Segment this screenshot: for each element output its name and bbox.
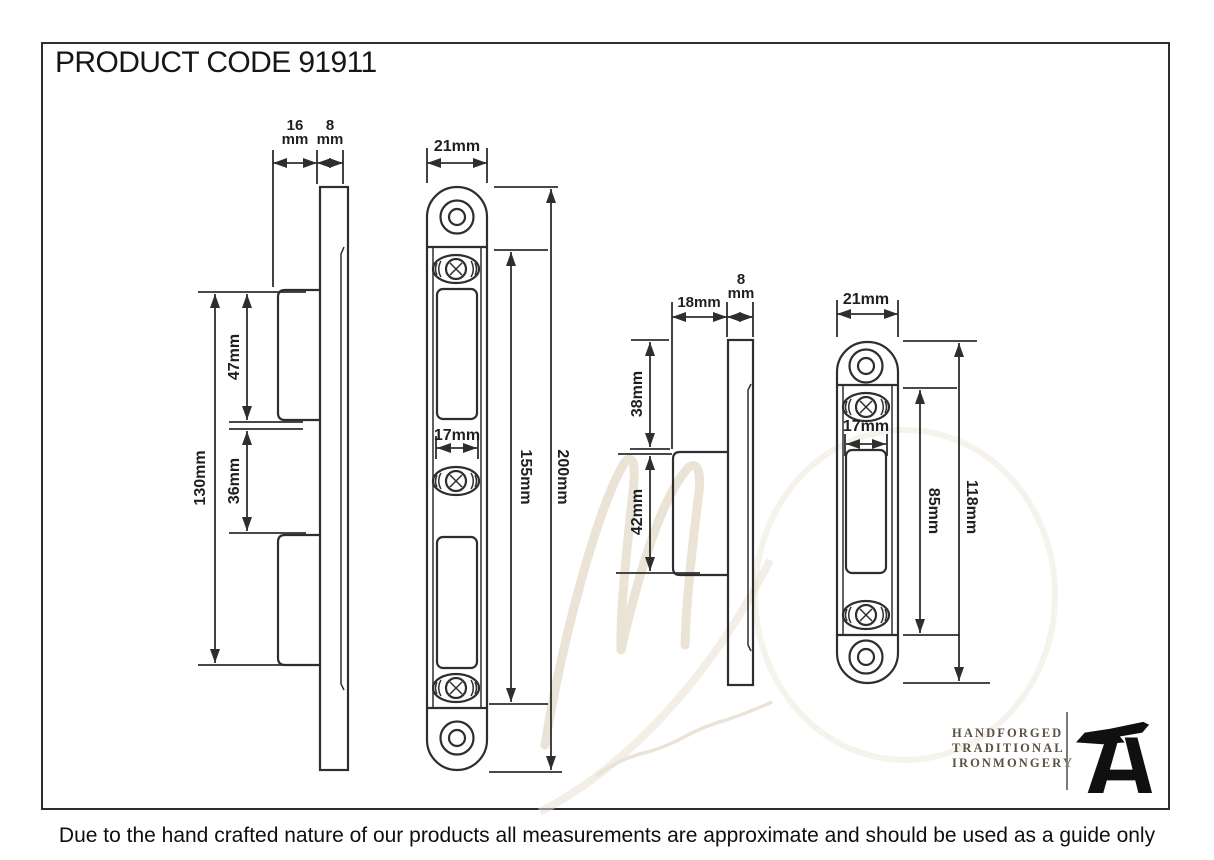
dim-box-height-label: 42mm bbox=[629, 489, 646, 535]
dim-gap-label: 36mm bbox=[226, 458, 243, 504]
keep-box bbox=[671, 450, 728, 577]
dim-top-offset-label: 38mm bbox=[629, 371, 646, 417]
drawing-frame bbox=[41, 42, 1170, 810]
dim-width-label: 21mm bbox=[843, 291, 889, 308]
logo-line-2: TRADITIONAL bbox=[952, 741, 1065, 755]
keep-small-side-view bbox=[671, 338, 755, 687]
dim-thickness-value: 8 bbox=[326, 117, 334, 134]
disclaimer-text: Due to the hand crafted nature of our pr… bbox=[58, 824, 1156, 847]
dim-width-label: 21mm bbox=[434, 138, 480, 155]
dim-slot-width-label: 17mm bbox=[843, 418, 889, 435]
screw-middle bbox=[431, 465, 481, 497]
dim-thickness-unit: mm bbox=[728, 285, 755, 302]
keep-box-bottom bbox=[276, 533, 320, 667]
keep-large-front-view bbox=[425, 185, 489, 772]
fixing-hole-bottom bbox=[439, 720, 475, 756]
dim-overall-length-label: 200mm bbox=[554, 449, 571, 504]
fixing-hole-bottom bbox=[848, 639, 884, 675]
dim-body-length-label: 155mm bbox=[517, 449, 534, 504]
screw-top bbox=[841, 391, 891, 423]
dim-thickness-value: 8 bbox=[737, 271, 745, 288]
screw-bottom bbox=[841, 599, 891, 631]
page-title: PRODUCT CODE 91911 bbox=[55, 46, 377, 79]
keep-slot bbox=[844, 448, 888, 575]
brand-logo-text: HANDFORGED TRADITIONAL IRONMONGERY bbox=[952, 726, 1072, 771]
dim-body-length-label: 85mm bbox=[925, 488, 942, 534]
dim-depth-unit: mm bbox=[282, 131, 309, 148]
keep-slot-bottom bbox=[435, 535, 479, 670]
dim-depth-label: 18mm bbox=[677, 294, 720, 311]
dim-thickness-unit: mm bbox=[317, 131, 344, 148]
screw-top bbox=[431, 253, 481, 285]
logo-divider bbox=[1066, 712, 1068, 790]
dim-slot-width-label: 17mm bbox=[434, 427, 480, 444]
fixing-hole-top bbox=[848, 348, 884, 384]
fixing-hole-top bbox=[439, 199, 475, 235]
keep-large-side-view bbox=[276, 185, 350, 772]
keep-large-front-dimensions: 21mm 17mm 155mm 200mm bbox=[426, 138, 571, 773]
dim-overall-length-label: 118mm bbox=[963, 480, 980, 534]
keep-box-top bbox=[276, 288, 320, 422]
plate-inner-edge bbox=[340, 246, 345, 691]
dim-top-box-label: 47mm bbox=[226, 334, 243, 380]
dim-span-label: 130mm bbox=[192, 450, 209, 505]
logo-line-3: IRONMONGERY bbox=[952, 756, 1074, 770]
keep-large-side-dimensions: 16 mm 8 mm 130mm 47mm 36mm bbox=[192, 117, 344, 666]
logo-line-1: HANDFORGED bbox=[952, 726, 1064, 740]
anvil-icon bbox=[1075, 721, 1153, 794]
plate-inner-edge bbox=[747, 383, 752, 652]
keep-slot-top bbox=[435, 287, 479, 421]
keep-small-front-view bbox=[835, 340, 900, 685]
screw-bottom bbox=[431, 672, 481, 704]
keep-small-side-dimensions: 18mm 8 mm 38mm 42mm bbox=[616, 271, 755, 574]
keep-small-front-dimensions: 21mm 17mm 85mm 118mm bbox=[836, 291, 990, 684]
dim-depth-value: 16 bbox=[287, 117, 304, 134]
